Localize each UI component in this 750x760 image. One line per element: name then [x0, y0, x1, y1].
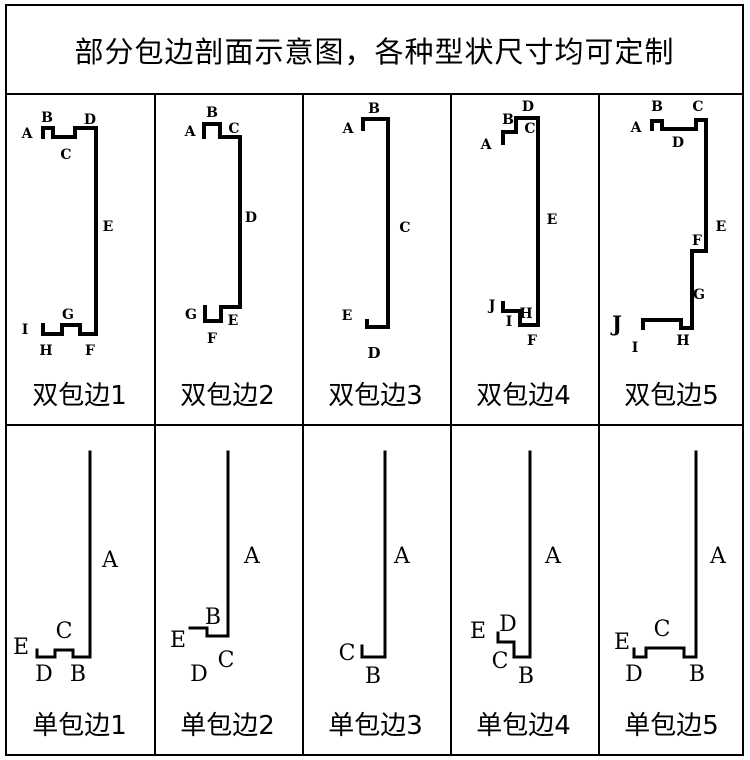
point-label: C — [339, 641, 356, 666]
column-divider — [598, 95, 600, 754]
point-label: E — [614, 630, 630, 655]
column-divider — [450, 95, 452, 754]
profile-shape — [202, 122, 242, 323]
profile-shape — [41, 126, 98, 336]
point-label: B — [206, 105, 218, 121]
point-label: B — [689, 662, 705, 687]
point-label: D — [625, 662, 643, 687]
point-label: H — [39, 343, 52, 359]
profile-shape — [361, 117, 390, 329]
point-label: C — [692, 99, 703, 115]
point-label: I — [506, 314, 513, 330]
profile-name-single-5: 单包边5 — [624, 711, 719, 741]
title-box: 部分包边剖面示意图，各种型状尺寸均可定制 — [5, 4, 744, 95]
profile-shape — [496, 450, 532, 659]
point-label: E — [13, 635, 29, 660]
point-label: H — [676, 333, 689, 349]
profile-name-double-2: 双包边2 — [180, 381, 275, 411]
profile-name-double-3: 双包边3 — [328, 381, 423, 411]
point-label: E — [547, 212, 558, 228]
profile-shape — [360, 450, 387, 659]
point-label: A — [480, 137, 493, 153]
column-divider — [302, 95, 304, 754]
point-label: J — [487, 298, 496, 314]
point-label: E — [170, 628, 186, 653]
point-label: B — [365, 664, 381, 689]
point-label: B — [651, 99, 663, 115]
point-label: D — [672, 135, 684, 151]
point-label: I — [22, 322, 29, 338]
point-label: C — [492, 649, 509, 674]
point-label: D — [245, 210, 257, 226]
point-label: F — [692, 233, 702, 249]
profile-shape — [632, 450, 698, 659]
profile-grid — [5, 95, 744, 756]
point-label: A — [101, 548, 119, 573]
point-label: G — [62, 307, 74, 323]
point-label: E — [470, 619, 486, 644]
row-divider — [7, 424, 742, 426]
point-label: A — [393, 544, 411, 569]
point-label: D — [522, 99, 534, 115]
point-label: B — [502, 112, 514, 128]
profile-name-double-4: 双包边4 — [476, 381, 571, 411]
point-label: A — [243, 544, 261, 569]
profile-name-double-1: 双包边1 — [32, 381, 127, 411]
point-label: D — [35, 662, 53, 687]
point-label: D — [499, 612, 517, 637]
profile-name-single-3: 单包边3 — [328, 711, 423, 741]
profile-shape — [188, 450, 230, 638]
point-label: C — [60, 147, 71, 163]
point-label: G — [185, 307, 197, 323]
profile-shape — [35, 450, 92, 659]
point-label: D — [84, 112, 96, 128]
point-label: C — [524, 121, 535, 137]
page-title: 部分包边剖面示意图，各种型状尺寸均可定制 — [74, 34, 675, 69]
point-label: E — [342, 308, 353, 324]
point-label: D — [190, 662, 208, 687]
point-label: A — [709, 544, 727, 569]
profile-name-double-5: 双包边5 — [624, 381, 719, 411]
point-label: I — [632, 340, 639, 356]
profile-shape — [641, 118, 708, 330]
profile-name-single-4: 单包边4 — [476, 711, 571, 741]
point-label: B — [41, 110, 53, 126]
point-label: C — [399, 220, 410, 236]
profile-shape — [501, 116, 540, 327]
point-label: G — [693, 287, 705, 303]
point-label: H — [519, 306, 532, 322]
point-label: B — [368, 101, 380, 117]
profile-name-single-2: 单包边2 — [180, 711, 275, 741]
point-label: B — [70, 662, 86, 687]
point-label: D — [367, 344, 380, 362]
column-divider — [154, 95, 156, 754]
point-label: A — [342, 121, 355, 137]
point-label: E — [228, 313, 239, 329]
point-label: C — [218, 648, 235, 673]
profile-name-single-1: 单包边1 — [32, 711, 127, 741]
point-label: A — [630, 120, 643, 136]
point-label: A — [184, 124, 197, 140]
point-label: J — [610, 311, 622, 336]
point-label: B — [518, 664, 534, 689]
point-label: F — [207, 331, 217, 347]
point-label: C — [56, 619, 73, 644]
point-label: E — [716, 219, 727, 235]
point-label: F — [527, 333, 537, 349]
point-label: B — [205, 605, 221, 630]
point-label: F — [85, 343, 95, 359]
point-label: C — [228, 121, 239, 137]
point-label: A — [21, 126, 34, 142]
point-label: E — [103, 219, 114, 235]
point-label: C — [654, 617, 671, 642]
point-label: A — [544, 544, 562, 569]
